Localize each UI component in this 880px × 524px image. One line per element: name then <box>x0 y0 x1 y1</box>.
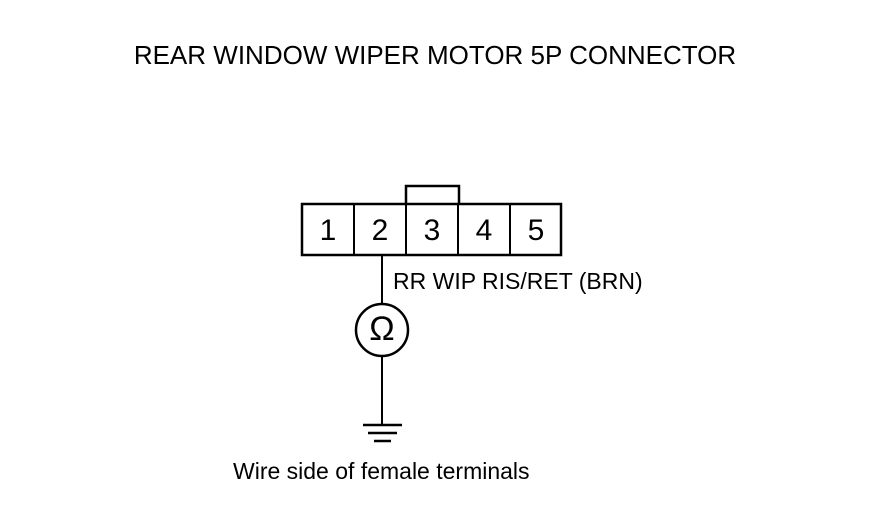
wire-label: RR WIP RIS/RET (BRN) <box>393 268 643 294</box>
ohm-icon: Ω <box>369 310 395 348</box>
pin-5-label: 5 <box>527 214 545 247</box>
diagram-title: REAR WINDOW WIPER MOTOR 5P CONNECTOR <box>133 40 737 70</box>
pin-2-label: 2 <box>371 214 389 247</box>
connector-lock-tab <box>404 184 461 204</box>
pin-4-label: 4 <box>475 214 493 247</box>
ground-icon <box>363 423 402 443</box>
connector-body <box>300 202 563 257</box>
pin-3-label: 3 <box>423 214 441 247</box>
pin-1-label: 1 <box>319 214 337 247</box>
view-note: Wire side of female terminals <box>233 458 530 484</box>
